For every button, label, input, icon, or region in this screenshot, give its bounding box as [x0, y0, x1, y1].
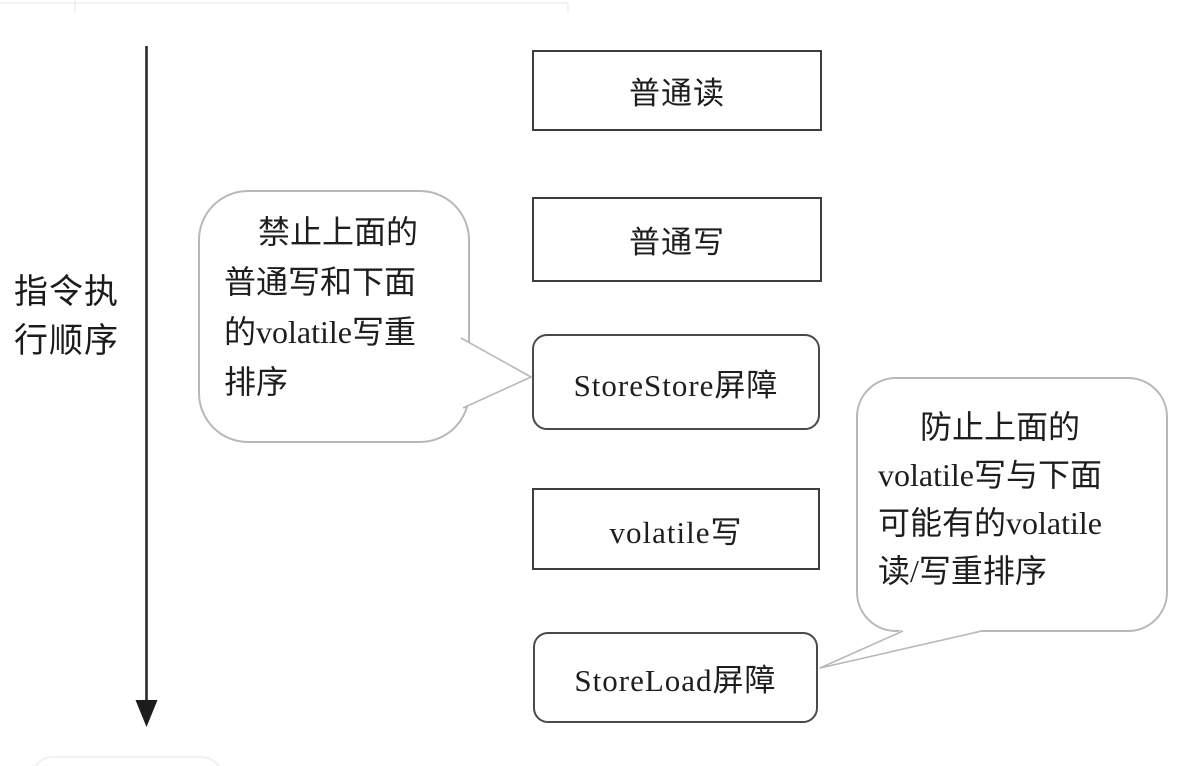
- partial-bubble-bottom: [34, 756, 220, 766]
- box-normal-write-label: 普通写: [629, 225, 725, 260]
- box-storestore-barrier: StoreStore屏障: [532, 334, 820, 430]
- box-volatile-write: volatile写: [532, 488, 820, 570]
- execution-order-label: 指令执 行顺序: [14, 274, 119, 360]
- callout-tail-left: [460, 337, 532, 409]
- box-volatile-write-label: volatile写: [609, 514, 743, 550]
- box-storeload-barrier-label: StoreLoad屏障: [574, 663, 777, 698]
- box-storestore-barrier-label: StoreStore屏障: [573, 367, 779, 403]
- box-normal-read-label: 普通读: [629, 76, 725, 111]
- box-normal-write: 普通写: [532, 197, 822, 282]
- box-normal-read: 普通读: [532, 50, 822, 131]
- callout-storeload-note: 防止上面的 volatile写与下面 可能有的volatile 读/写重排序: [856, 377, 1168, 632]
- callout-storestore-text: 禁止上面的 普通写和下面 的volatile写重 排序: [224, 214, 419, 400]
- callout-tail-right: [819, 630, 983, 669]
- box-storeload-barrier: StoreLoad屏障: [533, 632, 818, 723]
- top-border-artifact: [0, 0, 569, 13]
- callout-storeload-text: 防止上面的 volatile写与下面 可能有的volatile 读/写重排序: [878, 409, 1102, 589]
- execution-order-arrow: [135, 46, 158, 727]
- arrow-head: [135, 700, 158, 727]
- callout-storestore-note: 禁止上面的 普通写和下面 的volatile写重 排序: [198, 190, 470, 443]
